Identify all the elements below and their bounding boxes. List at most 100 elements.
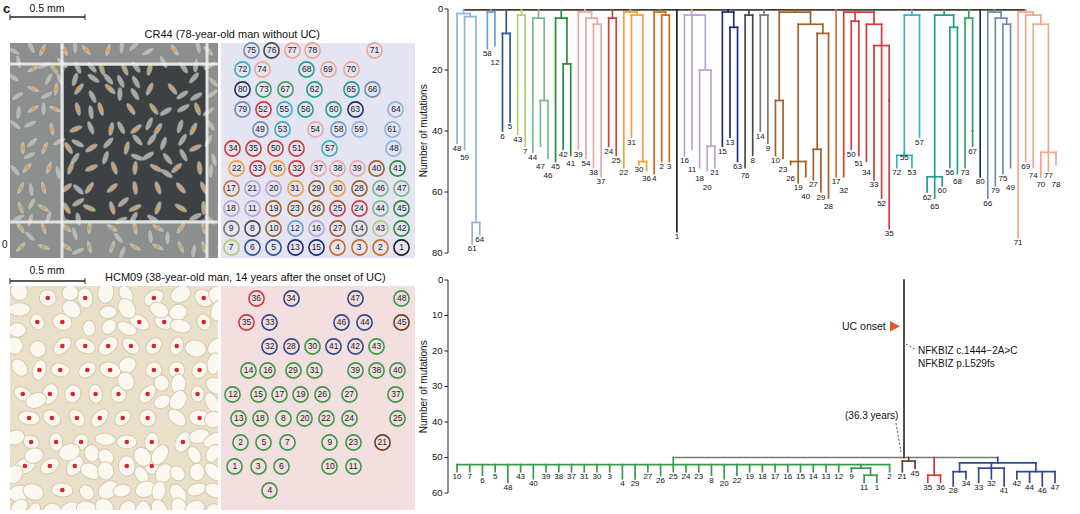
crypt-dot bbox=[90, 146, 93, 149]
crypt-rod bbox=[177, 133, 189, 148]
tick-label: 30 bbox=[432, 381, 443, 392]
circle-shape bbox=[367, 42, 382, 57]
tree-branch bbox=[941, 177, 943, 186]
crypt-number: 17 bbox=[223, 180, 240, 197]
crypt-rod bbox=[176, 102, 191, 114]
tree-branch bbox=[545, 465, 547, 472]
crypt-dot bbox=[137, 320, 142, 325]
crypt-number: 7 bbox=[279, 434, 296, 451]
crypt-rod bbox=[44, 161, 54, 176]
circle-shape bbox=[227, 458, 242, 473]
tree-branch bbox=[797, 162, 799, 183]
crypt-blob bbox=[168, 335, 186, 356]
crypt-circle: 4 bbox=[261, 482, 278, 499]
tree-branch bbox=[600, 24, 602, 177]
tree-branch bbox=[888, 101, 890, 229]
tree-branch bbox=[797, 24, 799, 161]
circle-shape bbox=[276, 410, 291, 425]
leaf-label: 59 bbox=[460, 154, 469, 163]
crypt-circle: 16 bbox=[308, 220, 325, 237]
crypt-circle: 45 bbox=[393, 314, 410, 331]
circle-shape bbox=[260, 362, 275, 377]
circle-shape bbox=[369, 160, 384, 175]
circle-shape bbox=[357, 314, 372, 329]
axis-tick bbox=[445, 131, 449, 132]
crypt-rod bbox=[43, 72, 54, 87]
crypt-rod bbox=[108, 201, 117, 216]
crypt-blob bbox=[95, 333, 121, 359]
leaf-label: 13 bbox=[726, 139, 735, 148]
crypt-number: 27 bbox=[329, 220, 346, 237]
leaf-label: 37 bbox=[567, 473, 576, 482]
tree-branch bbox=[972, 131, 974, 146]
circle-shape bbox=[262, 338, 277, 353]
tree-branch bbox=[926, 177, 928, 192]
crypt-dot bbox=[54, 87, 57, 90]
leaf-label: 23 bbox=[694, 473, 703, 482]
crypt-rod bbox=[23, 230, 37, 243]
circle-shape bbox=[235, 101, 250, 116]
crypt-number: 80 bbox=[234, 81, 251, 98]
crypt-circle: 33 bbox=[249, 160, 266, 177]
leader-line bbox=[906, 344, 915, 349]
crypt-blob bbox=[10, 302, 31, 316]
crypt-blob bbox=[76, 482, 97, 503]
tree-branch bbox=[987, 12, 989, 198]
circle-shape bbox=[287, 239, 302, 254]
crypt-rod bbox=[105, 181, 119, 194]
leaf-label: 39 bbox=[574, 151, 583, 160]
onset-label: UC onset bbox=[842, 320, 886, 332]
crypt-blob bbox=[25, 501, 43, 510]
crypt-number: 24 bbox=[351, 200, 368, 217]
circle-shape bbox=[390, 410, 405, 425]
panel-letter: c bbox=[3, 2, 10, 17]
tree-branch bbox=[668, 15, 670, 161]
tree-branch bbox=[729, 27, 731, 137]
leaf-label: 42 bbox=[559, 151, 568, 160]
crypt-circle: 54 bbox=[307, 121, 324, 138]
crypt-blob bbox=[96, 461, 115, 482]
leaf-label: 38 bbox=[554, 473, 563, 482]
circle-shape bbox=[388, 386, 403, 401]
leaf-label: 40 bbox=[801, 193, 810, 202]
leaf-label: 21 bbox=[710, 169, 719, 178]
crypt-rod bbox=[128, 241, 143, 252]
tree-branch bbox=[634, 465, 636, 479]
tree-branch bbox=[825, 465, 827, 472]
crypt-blob bbox=[88, 406, 112, 430]
circle-shape bbox=[297, 410, 312, 425]
crypt-blob bbox=[112, 483, 132, 498]
crypt-blob bbox=[147, 299, 171, 321]
circle-shape bbox=[388, 101, 403, 116]
crypt-circle: 24 bbox=[351, 200, 368, 217]
tick-label: 60 bbox=[432, 187, 443, 198]
circle-shape bbox=[254, 61, 269, 76]
crypt-circle: 3 bbox=[250, 458, 267, 475]
crypt-blob bbox=[82, 320, 95, 337]
crypt-number: 28 bbox=[283, 338, 300, 355]
tree-branch bbox=[904, 15, 906, 155]
tree-branch bbox=[858, 10, 860, 12]
crypt-rod bbox=[144, 82, 155, 97]
leaf-label: 77 bbox=[1044, 172, 1053, 181]
tree-branch bbox=[901, 461, 903, 472]
leaf-label: 41 bbox=[566, 160, 575, 169]
tree-branch bbox=[524, 15, 526, 94]
leaf-label: 24 bbox=[682, 473, 691, 482]
crypt-number: 20 bbox=[296, 410, 313, 427]
crypt-rod bbox=[153, 201, 163, 216]
leaf-label: 47 bbox=[1051, 484, 1060, 493]
crypt-number: 54 bbox=[307, 121, 324, 138]
tree-branch bbox=[744, 15, 746, 168]
crypt-circle: 46 bbox=[372, 180, 389, 197]
crypt-blob bbox=[10, 334, 26, 357]
crypt-blob bbox=[152, 373, 171, 393]
crypt-rod bbox=[178, 148, 189, 163]
leaf-label: 63 bbox=[733, 163, 742, 172]
tree-branch bbox=[1048, 152, 1050, 170]
leaf-label: 35 bbox=[923, 484, 932, 493]
crypt-dot bbox=[192, 127, 195, 130]
crypt-dot bbox=[83, 344, 88, 349]
crypt-rod bbox=[48, 122, 56, 137]
crypt-dot bbox=[133, 186, 136, 189]
